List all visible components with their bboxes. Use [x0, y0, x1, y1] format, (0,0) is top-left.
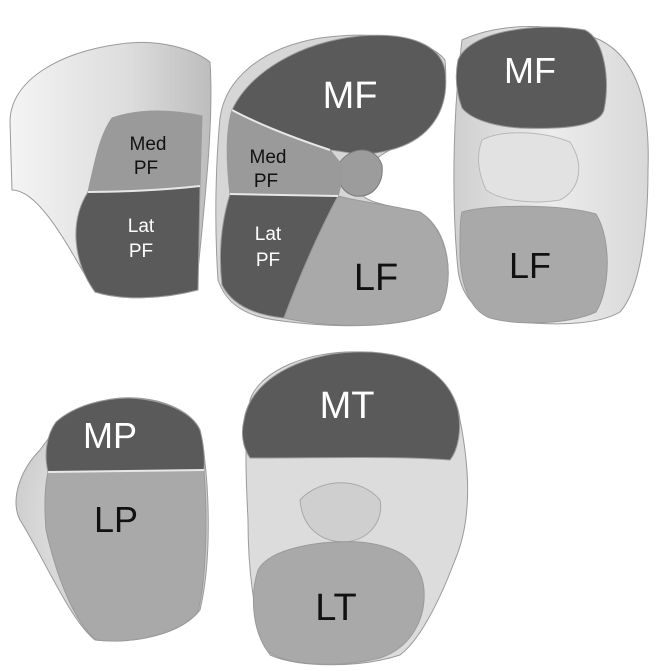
lf-label: LF [509, 245, 551, 286]
view-tibia: MT LT [242, 352, 467, 665]
notch-shadow [338, 150, 383, 196]
lp-label: LP [94, 499, 138, 540]
view-patella-facing-femur: Med PF Lat PF [10, 42, 211, 297]
mp-label: MP [83, 415, 137, 456]
med-pf-label: Med [250, 147, 287, 168]
intercondylar-notch [479, 133, 579, 202]
mf-label: MF [323, 75, 378, 117]
med-pf-label: Med [130, 134, 167, 155]
view-femur-oblique: MF Med PF Lat PF LF [216, 35, 448, 325]
view-patella: MP LP [16, 398, 208, 641]
mf-label: MF [504, 50, 556, 91]
mt-label: MT [320, 385, 375, 427]
med-pf-label-line2: PF [254, 171, 278, 192]
lp-region [45, 470, 206, 641]
lat-pf-label-line2: PF [256, 250, 280, 271]
med-pf-label-line2: PF [134, 158, 158, 179]
lf-label: LF [354, 257, 398, 299]
lt-label: LT [315, 587, 357, 629]
lat-pf-label-line2: PF [129, 241, 153, 262]
lat-pf-label: Lat [128, 216, 155, 237]
view-femur-distal: MF LF [454, 27, 648, 324]
lat-pf-label: Lat [255, 224, 282, 245]
